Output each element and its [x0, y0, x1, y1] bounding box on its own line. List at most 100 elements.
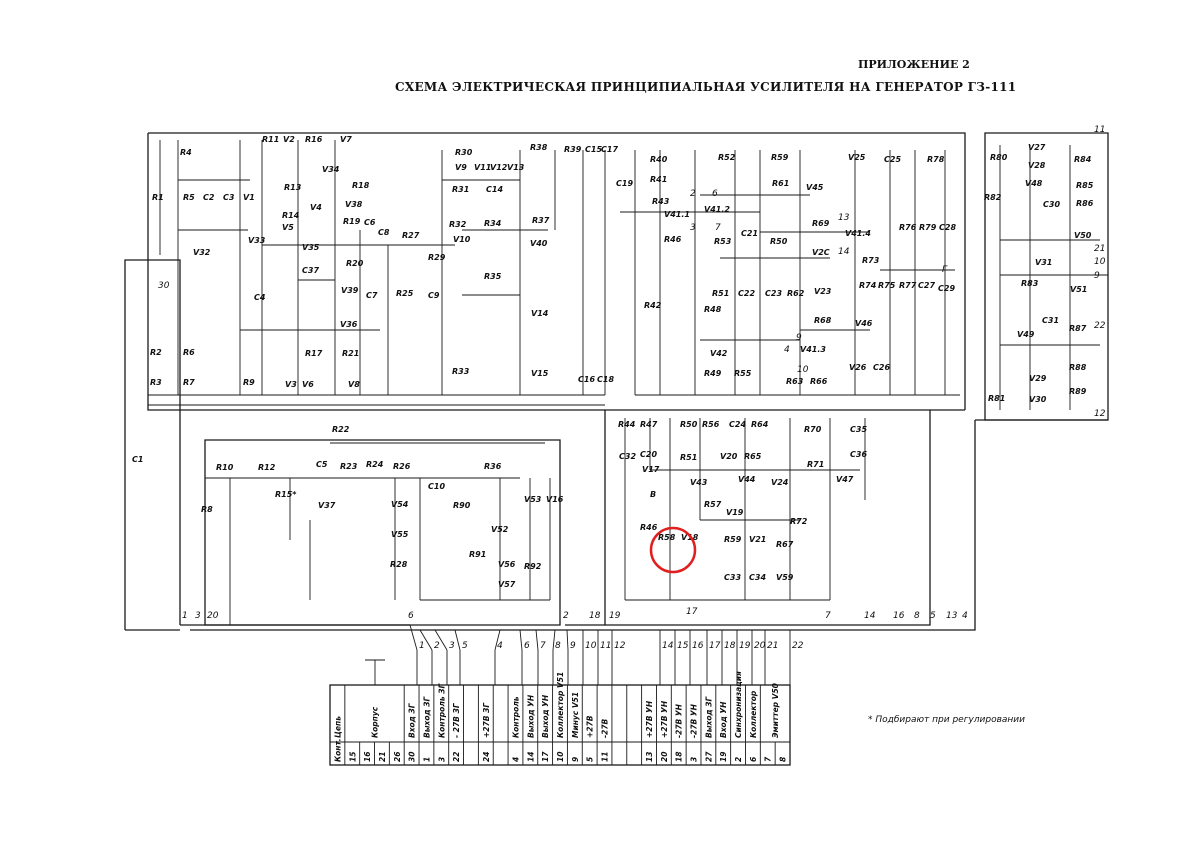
node-number: 22: [1094, 321, 1106, 331]
table-header-cell: Коллектор V51: [556, 672, 565, 738]
node-number: 7: [715, 223, 721, 233]
component-label: V36: [340, 320, 358, 329]
component-label: V39: [341, 286, 359, 295]
component-label: V15: [531, 369, 549, 378]
connector-pin-number: 16: [692, 641, 704, 651]
node-number: 14: [864, 611, 876, 621]
component-label: V29: [1029, 374, 1047, 383]
table-contact-number: 11: [601, 752, 610, 762]
node-number: 13: [946, 611, 958, 621]
component-label: R55: [734, 369, 752, 378]
component-label: R53: [714, 237, 732, 246]
component-label: R61: [772, 179, 789, 188]
table-header-cell: Контроль: [511, 696, 520, 738]
component-label: R89: [1069, 387, 1087, 396]
component-label: R69: [812, 219, 830, 228]
component-label: V9: [455, 163, 467, 172]
component-label: R50: [770, 237, 788, 246]
component-label: R66: [810, 377, 828, 386]
component-label: V42: [710, 349, 728, 358]
component-label: R92: [524, 562, 542, 571]
component-label: V40: [530, 239, 548, 248]
component-label: V12: [490, 163, 508, 172]
component-label: R77: [899, 281, 917, 290]
component-label: V43: [690, 478, 708, 487]
component-label: R28: [390, 560, 408, 569]
component-label: R22: [332, 425, 350, 434]
component-label: V46: [855, 319, 873, 328]
component-label: V47: [836, 475, 854, 484]
component-label: C28: [939, 223, 956, 232]
wiring: [124, 132, 1109, 685]
component-label: R64: [751, 420, 769, 429]
node-number: 10: [1094, 257, 1106, 267]
connector-pin-number: 10: [585, 641, 597, 651]
table-contact-number: Конт.: [333, 738, 342, 762]
connector-pin-number: 3: [449, 641, 455, 651]
component-label: V38: [345, 200, 363, 209]
component-label: R23: [340, 462, 358, 471]
component-label: R20: [346, 259, 364, 268]
component-label: V32: [193, 248, 211, 257]
component-label: R72: [790, 517, 808, 526]
component-label: V21: [749, 535, 766, 544]
component-label: V30: [1029, 395, 1047, 404]
connector-pin-number: 9: [570, 641, 576, 651]
component-label: R90: [453, 501, 471, 510]
node-number: 1: [182, 611, 188, 621]
node-number: 6: [712, 189, 718, 199]
node-number: 4: [784, 345, 790, 355]
node-number: 10: [797, 365, 809, 375]
component-label: R79: [919, 223, 937, 232]
component-label: R8: [201, 505, 213, 514]
connector-pin-number: 19: [739, 641, 751, 651]
node-number: 2: [690, 189, 696, 199]
component-label: R57: [704, 500, 722, 509]
component-label: R19: [343, 217, 361, 226]
component-label: R27: [402, 231, 420, 240]
component-label: V8: [348, 380, 360, 389]
component-label: R34: [484, 219, 502, 228]
connector-pin-number: 8: [555, 641, 561, 651]
component-label: C37: [302, 266, 319, 275]
component-label: R5: [183, 193, 195, 202]
component-label: C10: [428, 482, 445, 491]
component-label: V44: [738, 475, 756, 484]
table-header-cell: +27В ЗГ: [482, 702, 491, 738]
table-contact-number: 20: [660, 752, 669, 762]
component-label: R56: [702, 420, 720, 429]
table-header-cell: Синхронизация: [734, 671, 743, 738]
component-label: C33: [724, 573, 741, 582]
node-number: 3: [690, 223, 696, 233]
component-label: V2C: [812, 248, 830, 257]
component-label: R37: [532, 216, 550, 225]
node-number: Г: [942, 265, 948, 275]
connector-pin-number: 14: [662, 641, 674, 651]
component-label: V6: [302, 380, 314, 389]
component-label: V2: [283, 135, 295, 144]
component-label: C27: [918, 281, 935, 290]
component-label: V34: [322, 165, 340, 174]
component-label: R7: [183, 378, 195, 387]
component-label: R46: [640, 523, 658, 532]
component-label: V54: [391, 500, 409, 509]
component-label: R44: [618, 420, 636, 429]
table-contact-number: 19: [719, 752, 728, 762]
component-label: V13: [507, 163, 525, 172]
highlight-circle: [649, 526, 697, 574]
node-number: 9: [1094, 271, 1100, 281]
table-header-cell: Вход УН: [719, 701, 728, 738]
component-label: R13: [284, 183, 302, 192]
component-label: V45: [806, 183, 824, 192]
table-contact-number: 22: [452, 752, 461, 762]
schematic-title: СХЕМА ЭЛЕКТРИЧЕСКАЯ ПРИНЦИПИАЛЬНАЯ УСИЛИ…: [395, 80, 1016, 94]
component-label: V3: [285, 380, 297, 389]
component-label: V41.1: [664, 210, 690, 219]
node-number: 16: [893, 611, 905, 621]
node-number: 3: [195, 611, 201, 621]
table-header-cell: Контроль ЗГ: [437, 682, 446, 738]
component-label: V26: [849, 363, 867, 372]
connector-pin-number: 6: [524, 641, 530, 651]
component-label: V16: [546, 495, 564, 504]
